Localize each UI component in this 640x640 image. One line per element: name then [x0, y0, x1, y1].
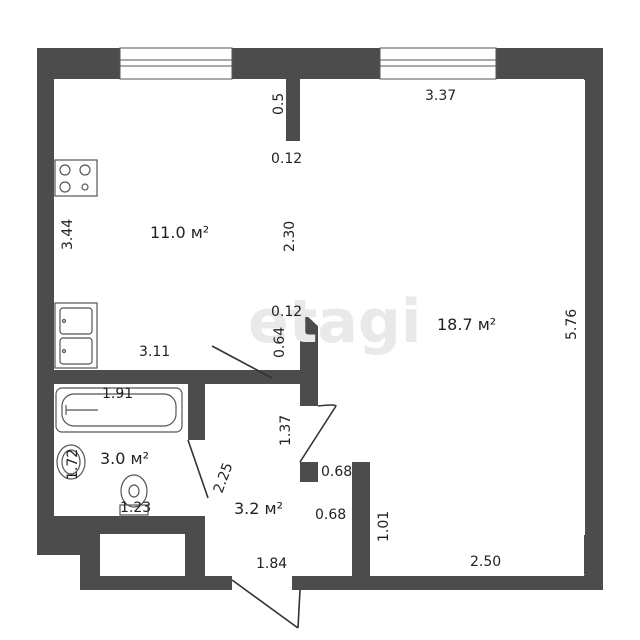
bathroom-area: 3.0 м²: [100, 449, 149, 468]
window-icon: [379, 47, 497, 80]
dim-wall-small-1: 0.12: [271, 151, 302, 167]
hall-living-wall: [300, 378, 318, 406]
living-room-area: 18.7 м²: [437, 315, 496, 334]
stove-icon: [54, 159, 98, 197]
door-icon: [211, 345, 273, 379]
dim-living-bottom: 2.50: [470, 554, 501, 570]
closet-wall-vertical: [352, 480, 370, 576]
balcony-floor: [100, 534, 185, 576]
dim-living-height: 5.76: [564, 309, 580, 340]
hall-upper: [205, 384, 305, 484]
bottom-wall: [205, 576, 603, 590]
dim-kitchen-height: 3.44: [60, 219, 76, 250]
dim-hall-bottom: 1.84: [256, 556, 287, 572]
bath-balcony-wall: [80, 516, 205, 534]
hall-living-wall-lower: [300, 462, 318, 482]
dim-kitchen-width: 3.11: [139, 344, 170, 360]
dim-wall-small-2: 0.12: [271, 304, 302, 320]
partition-column: [286, 79, 300, 141]
dim-hall-height: 1.37: [278, 415, 294, 446]
kitchen-bath-wall: [37, 370, 212, 384]
bathroom-hall-wall: [188, 384, 205, 440]
dim-closet-side: 0.68: [315, 507, 346, 523]
bathroom-hall-gap: [188, 440, 205, 520]
window-icon: [119, 47, 233, 80]
washbasin-icon: [56, 444, 86, 480]
dim-closet-top: 0.68: [321, 464, 352, 480]
dim-wall-stub: 0.64: [272, 327, 288, 358]
dim-living-top: 3.37: [425, 88, 456, 104]
door-icon: [299, 404, 337, 463]
dim-toilet-width: 1.23: [120, 500, 151, 516]
dim-wall-top: 0.5: [271, 93, 287, 115]
kitchen-floor: [54, 79, 286, 370]
dim-closet-height: 1.01: [376, 511, 392, 542]
bathtub-icon: [55, 387, 183, 433]
dim-kitchen-wall: 2.30: [282, 221, 298, 252]
hall-area: 3.2 м²: [234, 499, 283, 518]
partition-lower: [286, 141, 300, 378]
sink-icon: [54, 302, 98, 369]
dim-bath-width: 1.91: [102, 386, 133, 402]
door-icon: [187, 439, 209, 499]
kitchen-area: 11.0 м²: [150, 223, 209, 242]
watermark: etagi: [248, 287, 421, 357]
toilet-icon: [119, 474, 149, 516]
entry-door-gap: [232, 576, 292, 590]
dim-bath-height: 1.72: [65, 449, 81, 480]
door-icon: [231, 579, 301, 629]
